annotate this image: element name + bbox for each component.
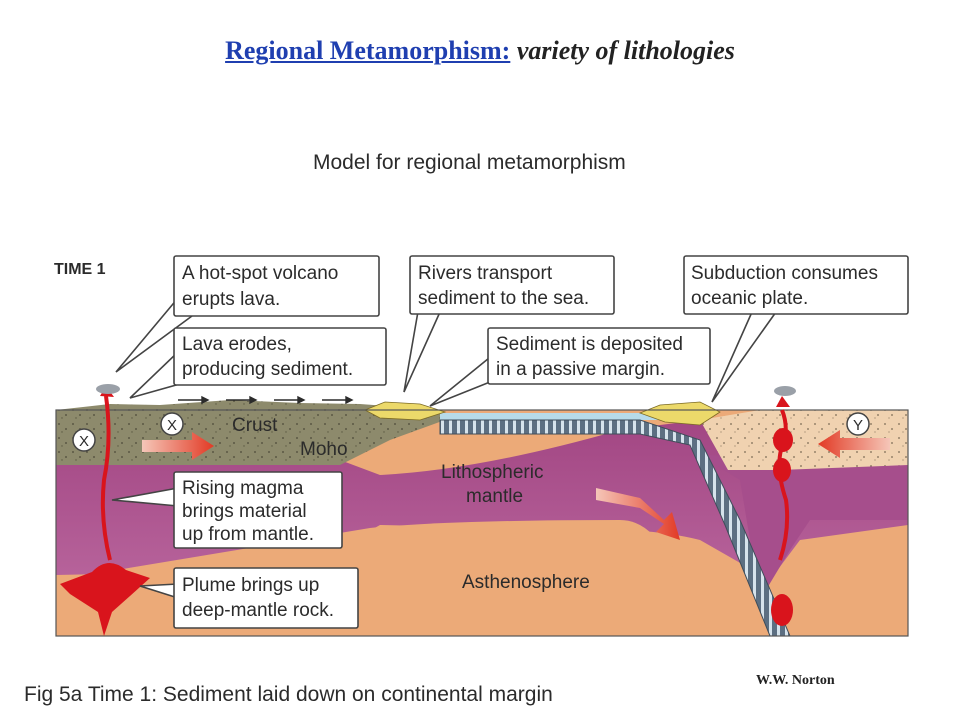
callout-sediment-line2: in a passive margin.	[496, 359, 665, 380]
callout-magma-line2: brings material	[182, 501, 307, 522]
mantle-flow-arrow	[596, 488, 680, 540]
marker-x-crust: X	[160, 412, 184, 436]
callout-rivers-line2: sediment to the sea.	[418, 288, 589, 309]
callout-plume-line1: Plume brings up	[182, 575, 319, 596]
asthenosphere-label: Asthenosphere	[462, 572, 590, 593]
marker-x-left: X	[72, 428, 96, 452]
svg-text:X: X	[167, 417, 177, 434]
callout-rivers: Rivers transport sediment to the sea.	[403, 255, 615, 393]
callout-sediment: Sediment is deposited in a passive margi…	[429, 327, 711, 407]
callout-lava-line2: producing sediment.	[182, 359, 353, 380]
lithospheric-label-line2: mantle	[466, 486, 523, 507]
callout-magma-line3: up from mantle.	[182, 524, 314, 545]
svg-text:X: X	[79, 433, 89, 450]
slide-title: Regional Metamorphism: variety of lithol…	[0, 36, 960, 66]
callout-magma: Rising magma brings material up from man…	[111, 471, 343, 549]
callout-subduction-line1: Subduction consumes	[691, 263, 878, 284]
callout-magma-line1: Rising magma	[182, 478, 304, 499]
callout-lava-line1: Lava erodes,	[182, 334, 292, 355]
callout-rivers-line1: Rivers transport	[418, 263, 553, 284]
marker-y: Y	[846, 412, 870, 436]
sediment-passive-margin	[364, 401, 447, 421]
callout-subduction-line2: oceanic plate.	[691, 288, 808, 309]
left-arrow	[818, 430, 890, 458]
title-link[interactable]: Regional Metamorphism:	[225, 36, 511, 65]
right-arrow	[142, 432, 214, 460]
callout-volcano: A hot-spot volcano erupts lava.	[115, 255, 380, 373]
ocean-water	[440, 413, 705, 420]
callout-plume-line2: deep-mantle rock.	[182, 600, 334, 621]
time-label: TIME 1	[54, 261, 106, 278]
diagram-heading: Model for regional metamorphism	[313, 151, 626, 174]
callout-plume: Plume brings up deep-mantle rock.	[139, 567, 359, 629]
title-subtitle: variety of lithologies	[516, 36, 735, 65]
crust-label: Crust	[232, 415, 278, 436]
callout-subduction: Subduction consumes oceanic plate.	[683, 255, 909, 403]
callout-lava-erodes: Lava erodes, producing sediment.	[129, 327, 387, 399]
callout-volcano-line2: erupts lava.	[182, 289, 280, 310]
figure-caption: Fig 5a Time 1: Sediment laid down on con…	[24, 683, 553, 706]
svg-text:Y: Y	[853, 417, 863, 434]
arc-magma	[771, 386, 796, 626]
callout-sediment-line1: Sediment is deposited	[496, 334, 683, 355]
sediment-trench	[638, 401, 721, 426]
callout-volcano-line1: A hot-spot volcano	[182, 263, 338, 284]
flow-arrows	[142, 395, 890, 540]
lithospheric-label-line1: Lithospheric	[441, 462, 543, 483]
moho-label: Moho	[300, 439, 348, 460]
hot-spot-magma	[60, 384, 150, 636]
credit-label: W.W. Norton	[756, 673, 835, 688]
